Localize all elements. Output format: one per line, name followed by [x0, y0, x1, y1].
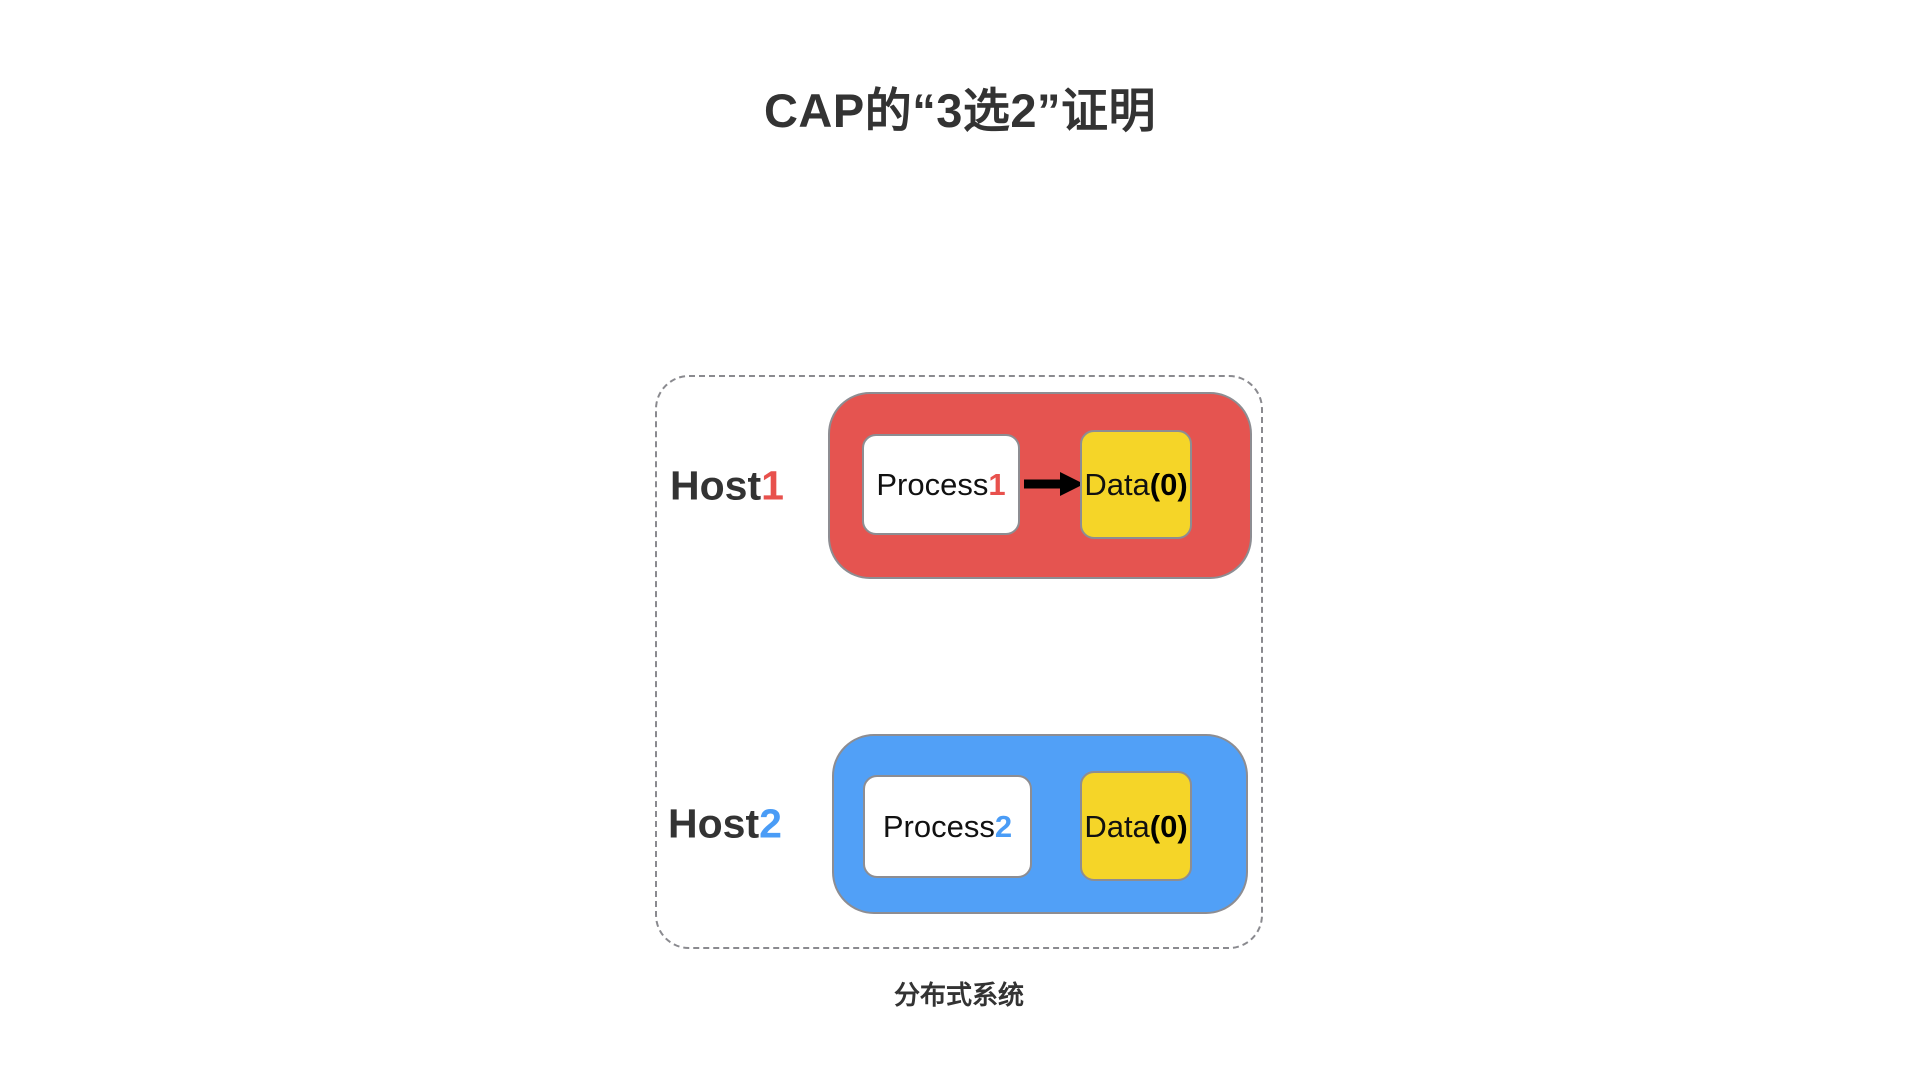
host-label-2-base: Host: [668, 800, 760, 847]
distributed-system-boundary: [655, 375, 1263, 949]
data-value-1: (0): [1149, 467, 1188, 502]
host-label-1-index: 1: [761, 462, 784, 508]
page-title: CAP的“3选2”证明: [763, 84, 1156, 137]
data-value-2: (0): [1149, 808, 1188, 844]
system-caption: 分布式系统: [893, 980, 1024, 1010]
process-label-1-base: Process: [876, 467, 989, 502]
process-label-2-base: Process: [882, 809, 995, 844]
data-label-2-base: Data: [1084, 808, 1150, 844]
host-label-2: Host2: [668, 800, 782, 847]
process-label-2-index: 2: [994, 809, 1013, 844]
arrow-right-icon: [1024, 472, 1084, 496]
data-box-1[interactable]: Data(0): [1080, 430, 1192, 539]
host-label-1: Host1: [670, 465, 784, 506]
host-label-2-index: 2: [759, 800, 782, 847]
process-label-1-index: 1: [988, 467, 1006, 502]
data-label-1-base: Data: [1084, 467, 1150, 502]
data-box-2[interactable]: Data(0): [1080, 771, 1192, 881]
host-label-1-base: Host: [670, 462, 762, 508]
